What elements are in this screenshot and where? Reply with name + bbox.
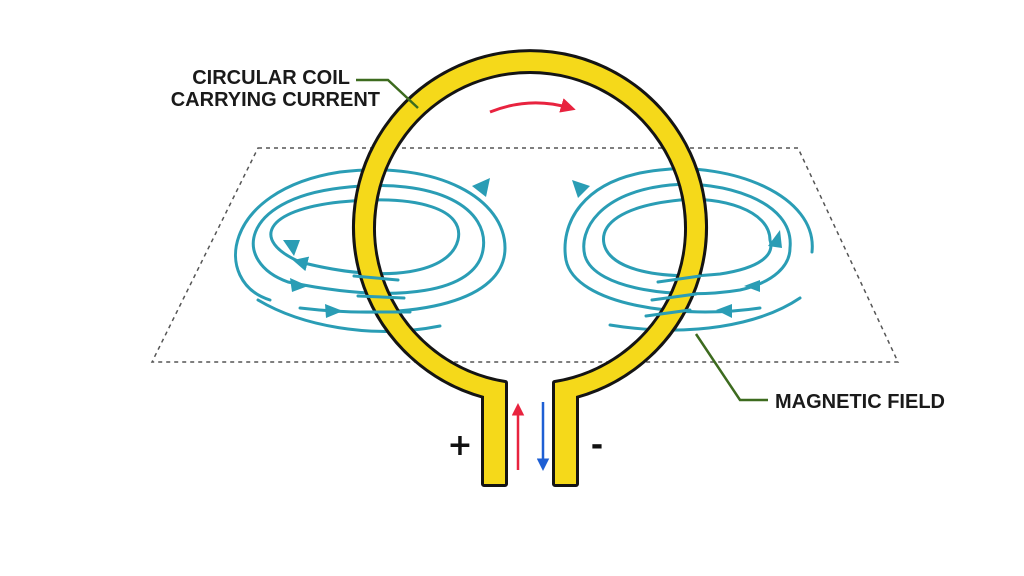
coil-label-line1: CIRCULAR COIL — [192, 67, 350, 89]
coil-label-line2: CARRYING CURRENT — [171, 89, 380, 111]
right-front-crossing-3 — [644, 308, 692, 318]
left-field-loop-1 — [269, 198, 461, 276]
right-field-loop-4 — [608, 296, 802, 332]
arrowhead-icon — [716, 304, 732, 318]
left-field-loop-3 — [234, 168, 507, 314]
arrowhead-icon — [283, 240, 300, 256]
arrowhead-icon — [325, 304, 343, 318]
field-plane — [150, 147, 900, 363]
right-front-crossing-2 — [650, 292, 698, 302]
coil-body — [355, 52, 705, 484]
left-field-arrowheads — [283, 178, 490, 318]
arrowhead-icon — [472, 178, 490, 197]
field-label: MAGNETIC FIELD — [775, 391, 945, 413]
coil-leader-line — [356, 78, 419, 109]
right-field-loop-1 — [602, 197, 773, 278]
negative-terminal-label: - — [591, 428, 603, 463]
right-field-loop-3 — [563, 167, 814, 314]
left-front-crossing-1 — [352, 274, 400, 282]
arrowhead-icon — [572, 180, 590, 198]
field-leader-line — [694, 333, 768, 402]
arrowhead-icon — [744, 280, 760, 292]
arrowhead-icon — [290, 278, 308, 292]
left-field-loop-2 — [251, 184, 486, 295]
left-field-loop-4 — [256, 298, 442, 333]
current-direction-arrow — [489, 98, 576, 114]
left-field-lines — [234, 168, 507, 333]
right-field-lines — [563, 167, 814, 332]
right-front-crossing-1 — [656, 274, 702, 284]
right-field-arrowheads — [572, 180, 782, 318]
circular-coil — [352, 49, 708, 487]
arrowhead-icon — [768, 230, 782, 248]
field-lines-front — [352, 274, 702, 318]
left-front-crossing-2 — [356, 294, 406, 300]
positive-terminal-label: + — [447, 428, 472, 463]
right-field-loop-2 — [582, 182, 792, 296]
